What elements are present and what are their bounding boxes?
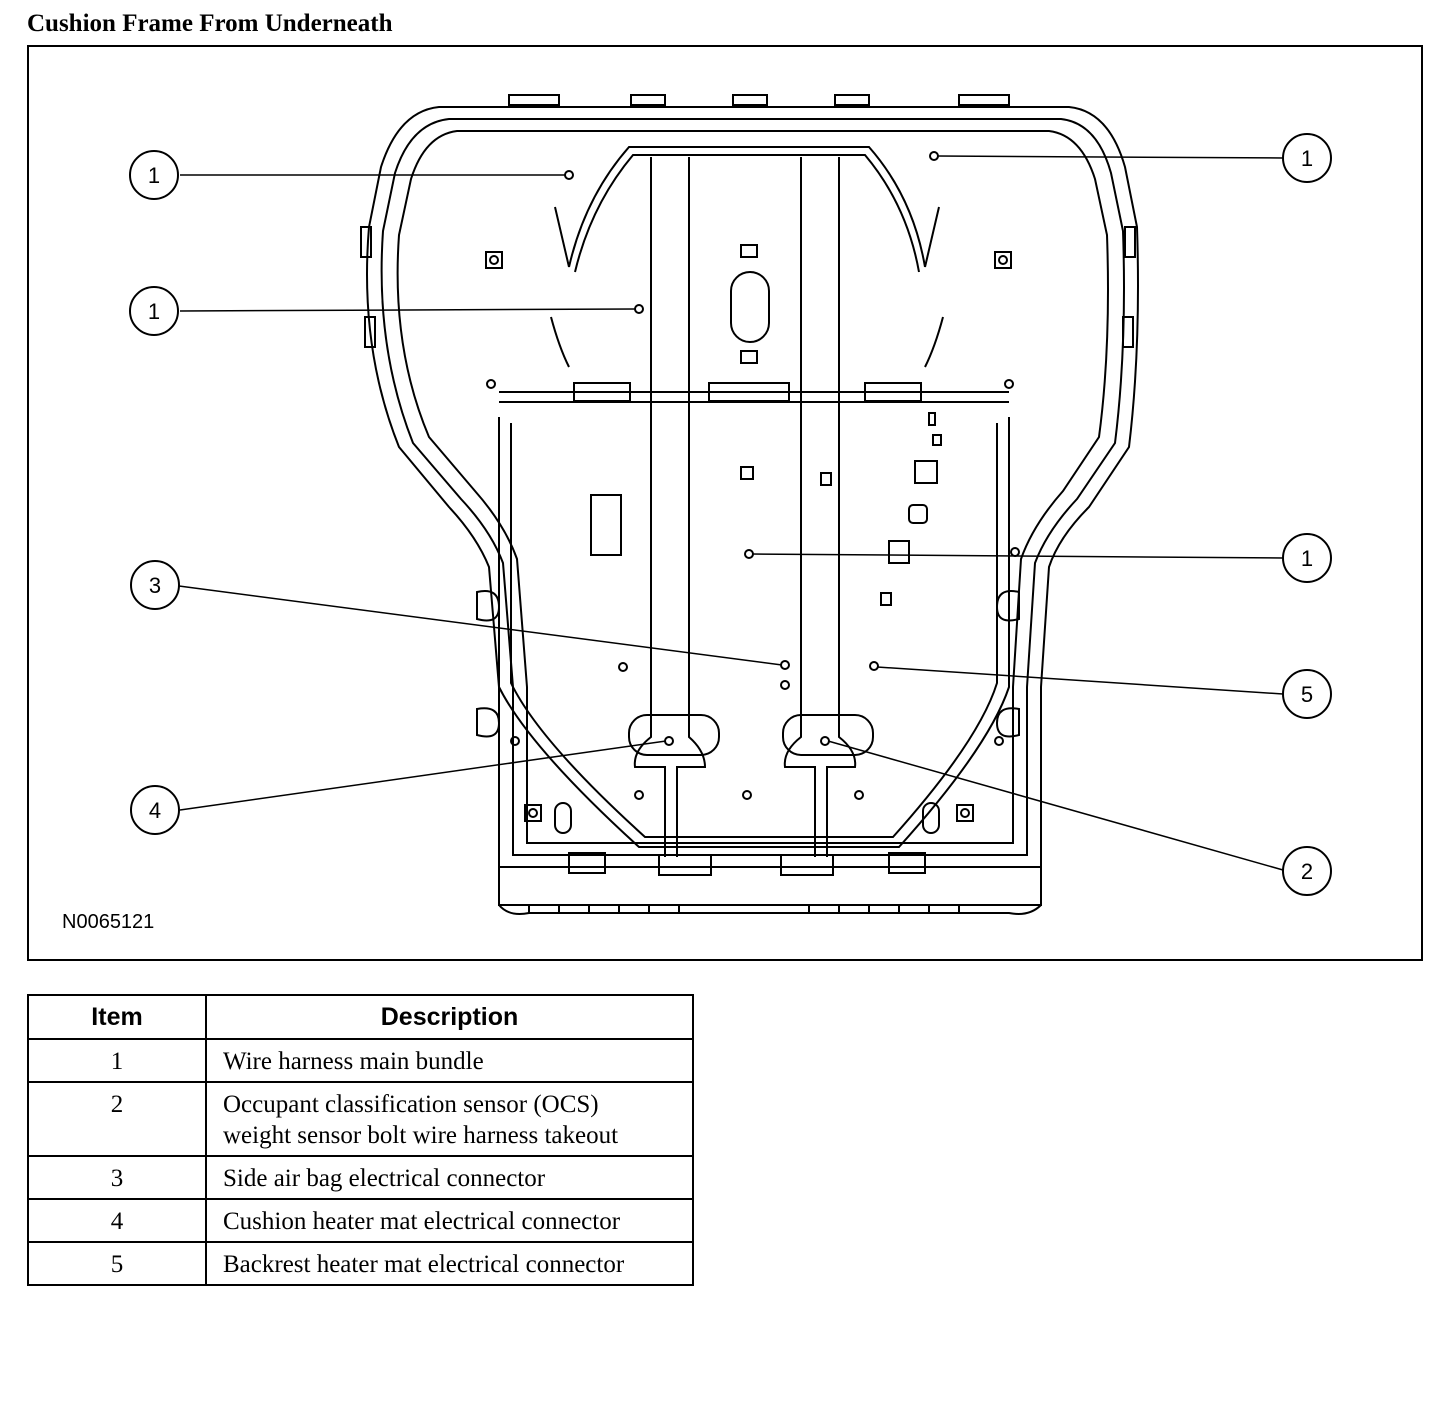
figure-id: N0065121 — [62, 911, 155, 933]
svg-text:5: 5 — [1301, 682, 1313, 707]
item-description: Cushion heater mat electrical connector — [205, 1198, 694, 1243]
svg-text:1: 1 — [148, 163, 160, 188]
description-header: Description — [205, 994, 694, 1040]
item-number: 3 — [27, 1155, 207, 1200]
item-description: Side air bag electrical connector — [205, 1155, 694, 1200]
figure-frame: 1 1 1 1 3 4 5 2 N0065121 — [27, 45, 1423, 961]
table-row: 2 Occupant classification sensor (OCS)we… — [27, 1081, 694, 1157]
svg-text:4: 4 — [149, 798, 161, 823]
callout-5: 5 — [1282, 669, 1332, 719]
item-description: Wire harness main bundle — [205, 1038, 694, 1083]
cushion-frame-diagram — [178, 94, 1284, 915]
item-number: 4 — [27, 1198, 207, 1243]
callout-1-mid-left: 1 — [129, 286, 179, 336]
callout-3: 3 — [130, 560, 180, 610]
legend-table: Item Description 1 Wire harness main bun… — [27, 994, 694, 1286]
table-row: 4 Cushion heater mat electrical connecto… — [27, 1198, 694, 1243]
callout-2: 2 — [1282, 846, 1332, 896]
table-row: 1 Wire harness main bundle — [27, 1038, 694, 1083]
leader-lines — [178, 155, 1284, 871]
wire-harness — [498, 146, 1010, 876]
svg-text:1: 1 — [1301, 546, 1313, 571]
frame-holes — [476, 151, 1020, 834]
frame-outline — [360, 94, 1139, 915]
svg-text:1: 1 — [1301, 146, 1313, 171]
item-number: 2 — [27, 1081, 207, 1157]
callout-4: 4 — [130, 785, 180, 835]
legend-header-row: Item Description — [27, 994, 694, 1040]
table-row: 5 Backrest heater mat electrical connect… — [27, 1241, 694, 1286]
item-number: 5 — [27, 1241, 207, 1286]
item-number: 1 — [27, 1038, 207, 1083]
item-description: Occupant classification sensor (OCS)weig… — [205, 1081, 694, 1157]
callout-1-top-left: 1 — [129, 150, 179, 200]
item-header: Item — [27, 994, 207, 1040]
page-title: Cushion Frame From Underneath — [27, 10, 393, 37]
callout-1-mid-right: 1 — [1282, 533, 1332, 583]
item-description: Backrest heater mat electrical connector — [205, 1241, 694, 1286]
svg-text:2: 2 — [1301, 859, 1313, 884]
svg-text:3: 3 — [149, 573, 161, 598]
callouts: 1 1 1 1 3 4 5 2 — [129, 133, 1332, 896]
svg-text:1: 1 — [148, 299, 160, 324]
table-row: 3 Side air bag electrical connector — [27, 1155, 694, 1200]
callout-1-top-right: 1 — [1282, 133, 1332, 183]
